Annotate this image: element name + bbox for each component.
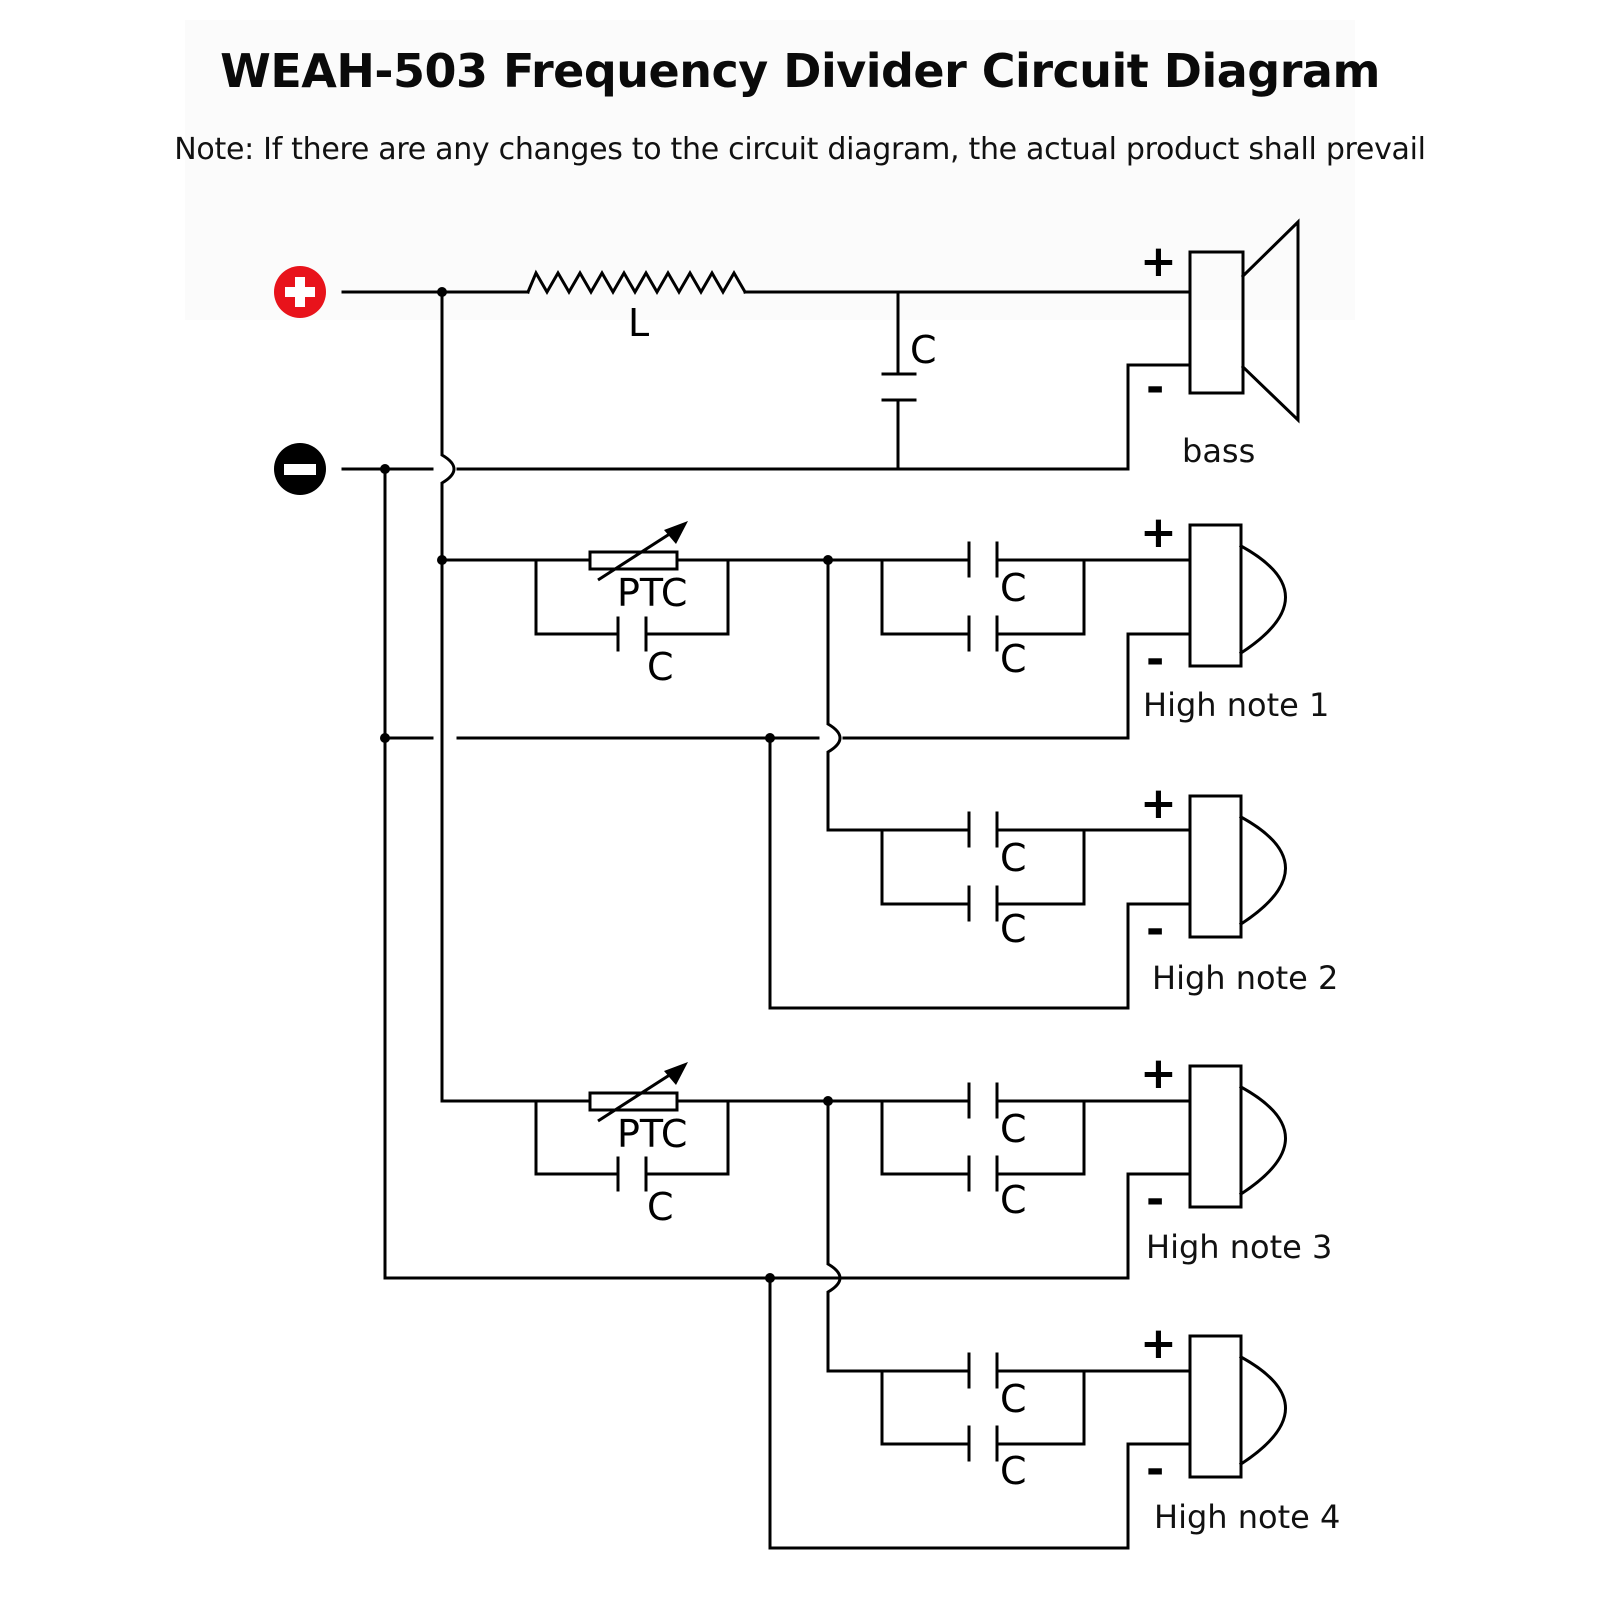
tweeter-4-minus-sign: - bbox=[1146, 1444, 1164, 1495]
tweeter-2-label: High note 2 bbox=[1152, 959, 1338, 997]
negative-wire-row-1 bbox=[383, 632, 1192, 740]
capacitor-label: C bbox=[1000, 907, 1027, 951]
junction-dot bbox=[437, 287, 447, 297]
tweeter-1-label: High note 1 bbox=[1143, 686, 1329, 724]
ptc-label-1: PTC bbox=[617, 571, 687, 615]
tweeter-2-icon bbox=[1188, 794, 1287, 939]
bass-label: bass bbox=[1182, 432, 1255, 470]
diagram-note: Note: If there are any changes to the ci… bbox=[174, 132, 1426, 167]
tweeter-4-plus-sign: + bbox=[1140, 1318, 1177, 1369]
negative-terminal-icon bbox=[274, 443, 326, 495]
negative-bus-wire bbox=[341, 363, 1192, 471]
ptc-capacitor-label-2: C bbox=[647, 1185, 674, 1229]
tweeter-2-plus-sign: + bbox=[1140, 778, 1177, 829]
capacitor-label: C bbox=[1000, 1377, 1027, 1421]
tweeter-4-label: High note 4 bbox=[1154, 1498, 1340, 1536]
bass-plus-sign: + bbox=[1140, 236, 1177, 287]
capacitor-label: C bbox=[1000, 1107, 1027, 1151]
tweeter-1-icon bbox=[1188, 523, 1287, 668]
capacitor-label: C bbox=[1000, 637, 1027, 681]
capacitor-label: C bbox=[1000, 566, 1027, 610]
bass-shunt-capacitor bbox=[881, 290, 917, 471]
inductor-symbol bbox=[526, 269, 748, 295]
positive-bus-wire bbox=[341, 269, 1192, 295]
positive-vertical-wire bbox=[440, 290, 538, 1103]
tweeter-1-plus-sign: + bbox=[1140, 507, 1177, 558]
tweeter-3-minus-sign: - bbox=[1146, 1174, 1164, 1225]
bass-speaker-icon bbox=[1188, 218, 1300, 424]
tweeter-4-capacitors bbox=[880, 1352, 1192, 1462]
negative-wire-tweeter-4 bbox=[768, 1276, 1192, 1550]
diagram-title: WEAH-503 Frequency Divider Circuit Diagr… bbox=[220, 44, 1380, 98]
capacitor-label: C bbox=[1000, 1449, 1027, 1493]
tweeter-3-plus-sign: + bbox=[1140, 1048, 1177, 1099]
branch-wire-4 bbox=[826, 1099, 884, 1373]
capacitor-label: C bbox=[1000, 836, 1027, 880]
ptc-network-1 bbox=[440, 521, 830, 652]
ptc-resistor-symbol bbox=[588, 1091, 679, 1112]
tweeter-3-capacitors bbox=[826, 1082, 1192, 1192]
tweeter-2-capacitors bbox=[880, 811, 1192, 922]
capacitor-label: C bbox=[1000, 1178, 1027, 1222]
ptc-label-2: PTC bbox=[617, 1112, 687, 1156]
ptc-network-2 bbox=[534, 1062, 830, 1192]
ptc-capacitor-label-1: C bbox=[647, 645, 674, 689]
header-background bbox=[185, 20, 1355, 320]
variable-arrow-icon bbox=[664, 1062, 688, 1085]
inductor-label: L bbox=[628, 301, 649, 345]
negative-wire-tweeter-2 bbox=[768, 736, 1192, 1010]
branch-wire-2 bbox=[826, 558, 884, 832]
tweeter-3-icon bbox=[1188, 1064, 1287, 1209]
tweeter-3-label: High note 3 bbox=[1146, 1228, 1332, 1266]
junction-dot bbox=[380, 464, 390, 474]
tweeter-4-icon bbox=[1188, 1334, 1287, 1479]
ptc-resistor-symbol bbox=[588, 550, 679, 571]
positive-terminal-icon bbox=[274, 266, 326, 318]
negative-vertical-wire bbox=[383, 467, 1192, 1280]
bass-capacitor-label: C bbox=[910, 328, 937, 372]
bass-minus-sign: - bbox=[1146, 362, 1164, 413]
variable-arrow-icon bbox=[664, 521, 688, 544]
tweeter-1-minus-sign: - bbox=[1146, 634, 1164, 685]
tweeter-2-minus-sign: - bbox=[1146, 904, 1164, 955]
tweeter-1-capacitors bbox=[826, 541, 1192, 652]
